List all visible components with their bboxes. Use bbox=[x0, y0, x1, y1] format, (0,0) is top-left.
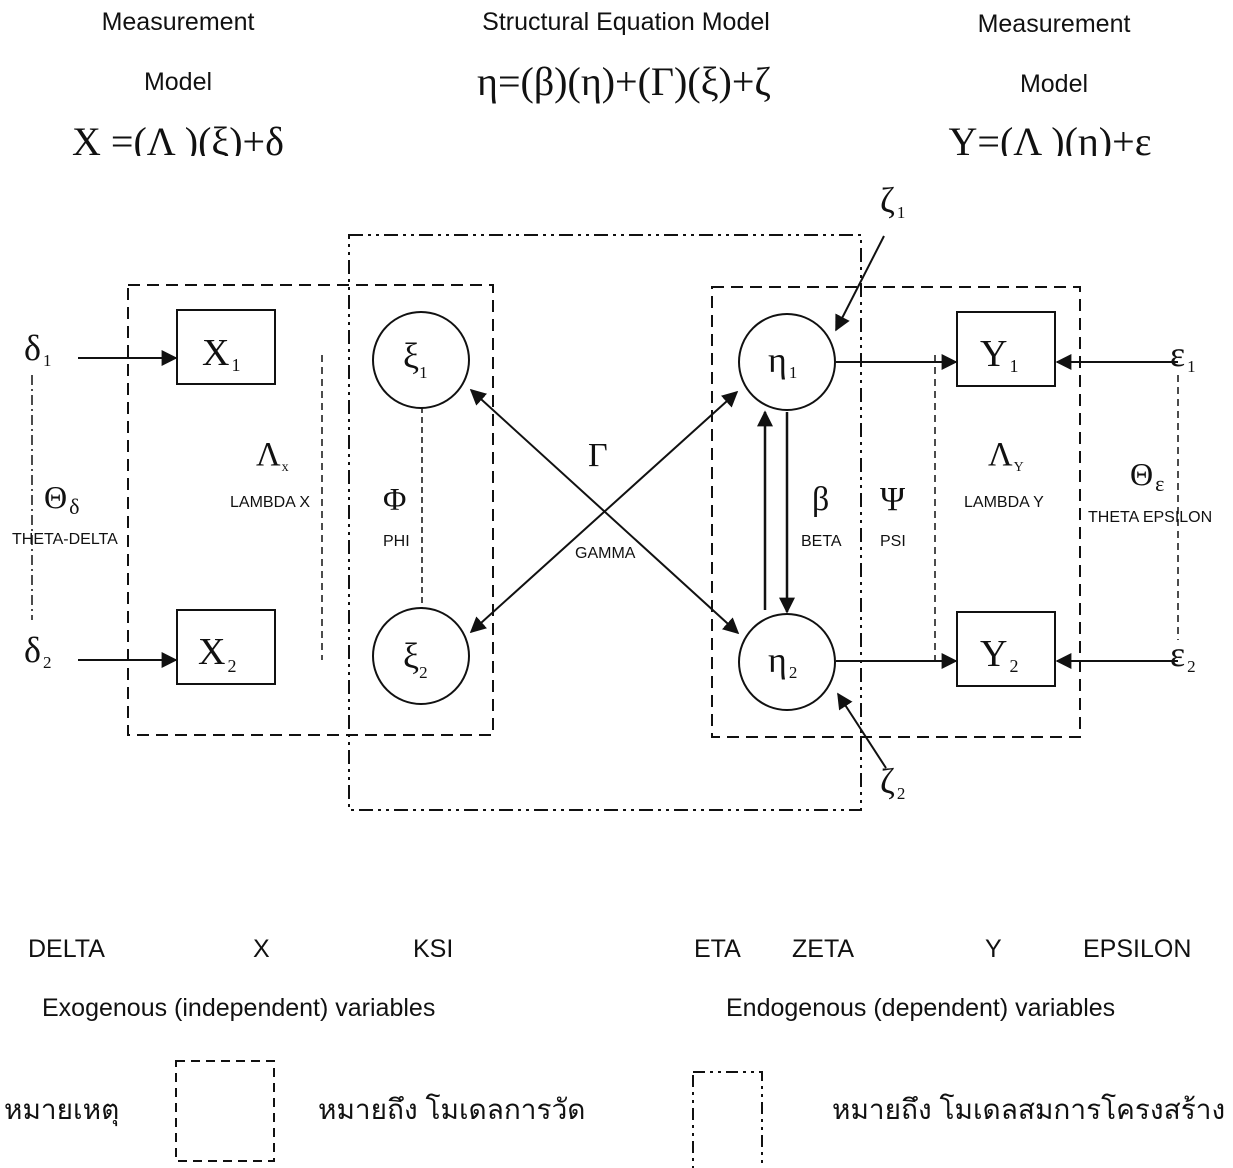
structural-equation: η=(β)(η)+(Γ)(ξ)+ζ bbox=[477, 59, 771, 104]
lambda-y-symbol: ΛY bbox=[988, 436, 1024, 475]
measurement-equation-y: Y=(Λ )(η)+ε bbox=[948, 119, 1152, 156]
xi2-circle bbox=[372, 607, 470, 705]
theta-epsilon-label: THETA EPSILON bbox=[1088, 509, 1212, 526]
legend-structural-text: หมายถึง โมเดลสมการโครงสร้าง bbox=[832, 1094, 1226, 1125]
left-header-subtitle: Model bbox=[143, 68, 213, 96]
structural-model-box bbox=[348, 234, 862, 811]
name-x: X bbox=[253, 935, 270, 963]
x1-box bbox=[176, 309, 276, 385]
name-zeta: ZETA bbox=[792, 935, 855, 963]
legend-title: หมายเหตุ bbox=[4, 1094, 120, 1125]
name-epsilon: EPSILON bbox=[1083, 935, 1192, 963]
xi2-label: ξ2 bbox=[403, 636, 428, 682]
gamma-arrow-xi2-eta1 bbox=[469, 390, 739, 634]
measurement-equation-x: X =(Λ )(ξ)+δ bbox=[72, 119, 284, 156]
y1-box bbox=[956, 311, 1056, 387]
phi-label: PHI bbox=[383, 533, 410, 550]
gamma-label: GAMMA bbox=[575, 545, 636, 562]
exogenous-label: Exogenous (independent) variables bbox=[42, 994, 436, 1022]
name-eta: ETA bbox=[694, 935, 741, 963]
xi1-circle bbox=[372, 311, 470, 409]
x2-box bbox=[176, 609, 276, 685]
xi1-label: ξ1 bbox=[403, 336, 428, 382]
legend-measurement-box bbox=[175, 1060, 275, 1162]
right-header-title: Measurement bbox=[977, 10, 1131, 38]
center-header-title: Structural Equation Model bbox=[482, 8, 770, 36]
legend-structural-box bbox=[692, 1071, 763, 1168]
lambda-x-label: LAMBDA X bbox=[230, 494, 310, 511]
psi-label: PSI bbox=[880, 533, 906, 550]
beta-symbol: β bbox=[812, 481, 829, 518]
theta-delta-symbol: Θδ bbox=[44, 479, 79, 519]
name-y: Y bbox=[985, 935, 1002, 963]
beta-label: BETA bbox=[801, 533, 842, 550]
gamma-symbol: Γ bbox=[588, 437, 608, 474]
right-header-subtitle: Model bbox=[1019, 70, 1089, 98]
zeta2-arrow bbox=[837, 692, 887, 769]
endogenous-label: Endogenous (dependent) variables bbox=[726, 994, 1116, 1022]
eta1-circle bbox=[738, 313, 836, 411]
left-header-title: Measurement bbox=[101, 8, 255, 36]
lambda-x-symbol: Λx bbox=[256, 436, 289, 475]
theta-delta-label: THETA-DELTA bbox=[12, 531, 118, 548]
phi-symbol: Φ bbox=[383, 481, 406, 517]
zeta1-arrow bbox=[835, 235, 885, 332]
lambda-y-label: LAMBDA Y bbox=[964, 494, 1044, 511]
name-delta: DELTA bbox=[28, 935, 105, 963]
name-ksi: KSI bbox=[413, 935, 454, 963]
theta-epsilon-symbol: Θε bbox=[1130, 456, 1164, 496]
psi-symbol: Ψ bbox=[880, 481, 905, 518]
legend-measurement-text: หมายถึง โมเดลการวัด bbox=[318, 1094, 586, 1125]
eta2-circle bbox=[738, 613, 836, 711]
y2-box bbox=[956, 611, 1056, 687]
